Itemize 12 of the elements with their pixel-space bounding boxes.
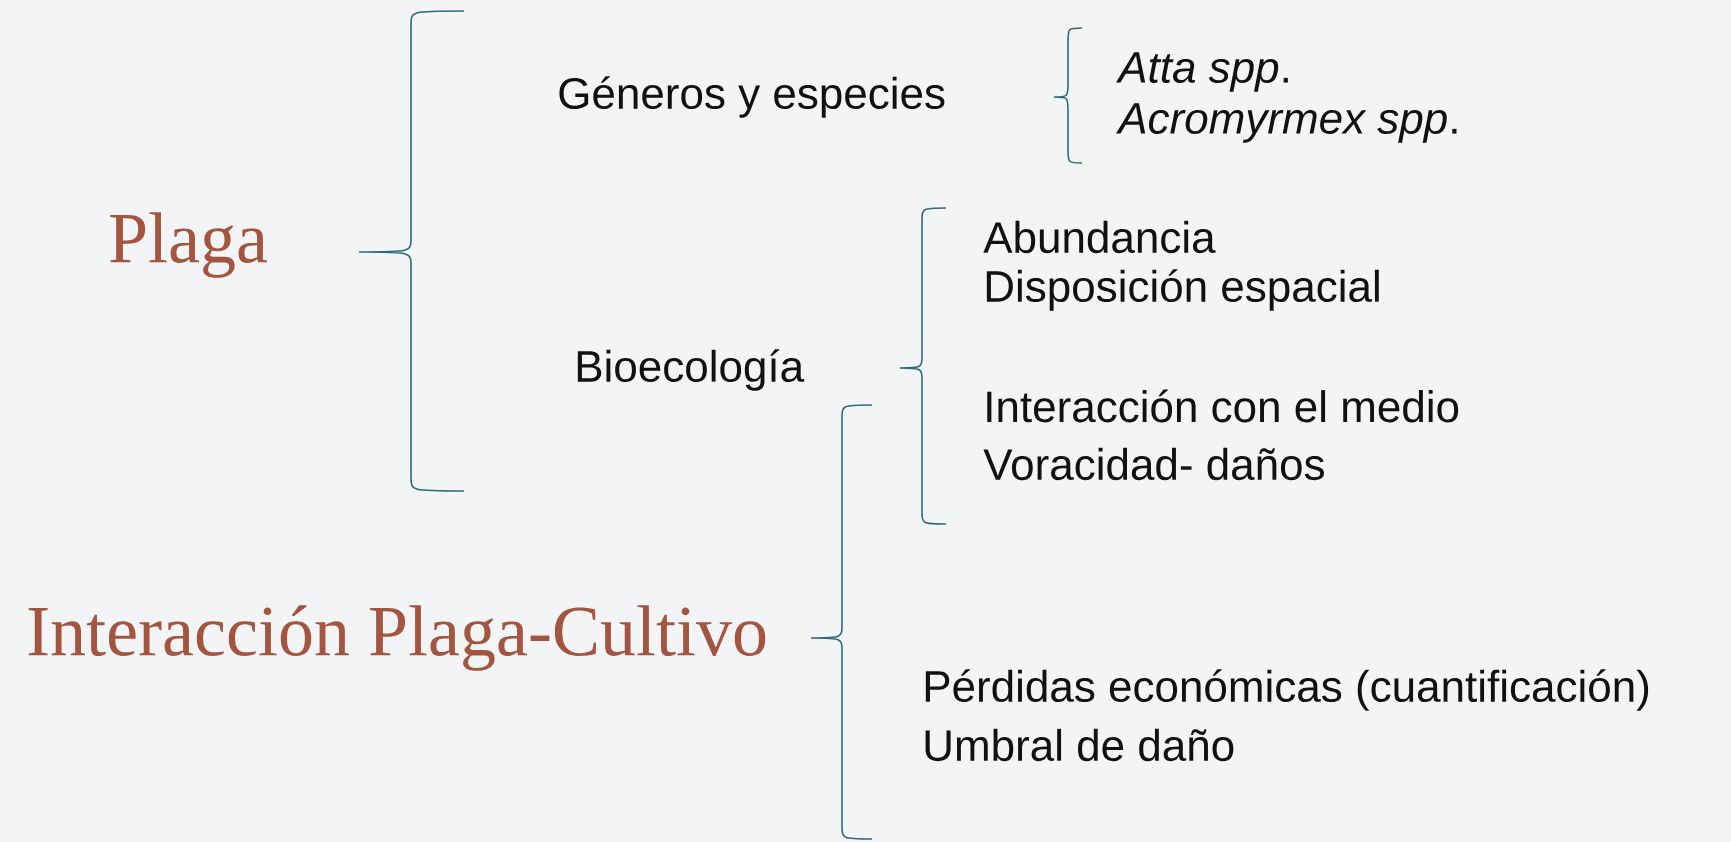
list-item-text: Abundancia <box>983 220 1216 254</box>
list-item-text: Interacción con el medio <box>987 389 1459 423</box>
list-item-text: Pérdidas económicas (cuantificación) <box>925 669 1649 711</box>
list-item-text: Géneros y especies <box>559 76 945 118</box>
list-item-text: Acromyrmex spp. <box>1116 103 1457 143</box>
list-item-text: Bioecología <box>577 349 805 391</box>
topic-heading: Interacción Plaga-Cultivo <box>28 605 766 671</box>
list-item-text: Voracidad- daños <box>983 447 1324 481</box>
list-item-text: Atta spp. <box>1116 52 1288 92</box>
list-item-text: Disposición espacial <box>986 269 1379 311</box>
list-item-text: Umbral de daño <box>925 728 1234 762</box>
topic-heading: Plaga <box>110 212 267 278</box>
